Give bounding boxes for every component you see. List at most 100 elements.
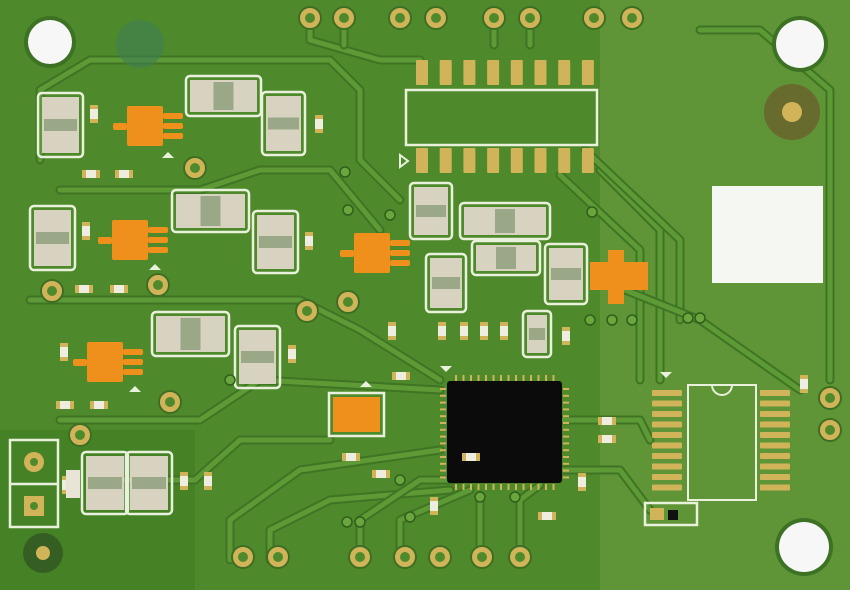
transistor [112, 220, 148, 260]
ic-pin [652, 463, 682, 470]
pad [36, 546, 50, 560]
smd-resistor-body [396, 372, 406, 380]
label-area [712, 186, 823, 283]
qfn-pin [440, 462, 446, 465]
qfn-pin [563, 415, 569, 418]
through-hole-drill [489, 13, 499, 23]
transistor-lead [113, 123, 127, 130]
transistor-lead [163, 113, 183, 119]
smd-resistor-body [94, 401, 104, 409]
qfn-pin [440, 388, 446, 390]
transistor-lead [73, 359, 87, 366]
smd-resistor-body [500, 326, 508, 336]
smd-resistor-body [288, 349, 296, 359]
ic-pin [652, 411, 682, 417]
pin1-marker [660, 372, 672, 378]
passive-band [88, 477, 122, 489]
via [509, 491, 521, 503]
qfn-pin [563, 388, 569, 390]
smd-resistor-body [79, 285, 89, 293]
via [384, 209, 396, 221]
transistor [354, 233, 390, 273]
mounting-hole [776, 20, 824, 68]
via [626, 314, 638, 326]
component-outline [124, 450, 174, 516]
qfn-pin [492, 375, 495, 381]
ic-pin [760, 442, 790, 449]
ic-pin [463, 148, 476, 173]
ic-pin [416, 148, 428, 173]
qfn-pin [563, 456, 569, 458]
passive-band [551, 268, 581, 280]
smd-resistor-body [376, 470, 386, 478]
ic-pin [416, 60, 428, 85]
pin1-marker [129, 386, 141, 392]
qfn-pin [462, 375, 465, 381]
through-hole-drill [343, 297, 353, 307]
qfn-pin [455, 375, 457, 381]
ic-pin [558, 148, 571, 173]
qfn-pin [563, 469, 569, 472]
via [694, 312, 706, 324]
ic-pin [439, 60, 452, 85]
component-outline [424, 252, 468, 314]
qfn-pin [563, 394, 569, 397]
component-outline [543, 242, 589, 306]
through-hole-drill [431, 13, 441, 23]
transistor-lead [123, 349, 143, 355]
component-outline [170, 188, 251, 234]
through-hole-drill [515, 552, 525, 562]
trace [557, 467, 653, 513]
transistor-lead [340, 250, 354, 257]
qfn-pin [530, 484, 532, 490]
qfn-pin [530, 375, 532, 381]
through-hole-drill [400, 552, 410, 562]
connector-drill [30, 502, 38, 510]
qfn-pin [492, 484, 495, 490]
ic-notch [711, 384, 733, 396]
qfn-pin [440, 415, 446, 418]
ic-pin [760, 453, 790, 459]
smd-resistor-body [602, 417, 612, 425]
transistor-lead [123, 359, 143, 365]
ic-pin [510, 148, 523, 173]
through-hole-drill [825, 393, 835, 403]
via [586, 206, 598, 218]
qfn-pin [545, 375, 547, 381]
ic-pin [760, 390, 790, 396]
fiducial-ring [116, 20, 164, 68]
ic-pin [652, 453, 682, 459]
through-hole-drill [47, 286, 57, 296]
qfn-pin [440, 422, 446, 424]
pin1-marker [149, 264, 161, 270]
trace [227, 447, 443, 563]
qfn-pin [462, 484, 465, 490]
through-hole-drill [339, 13, 349, 23]
smd-resistor-body [204, 476, 212, 486]
ic-pin [760, 400, 790, 407]
qfn-pin [563, 476, 569, 479]
via [584, 314, 596, 326]
qfn-pin [440, 449, 446, 452]
qfn-pin [440, 394, 446, 397]
transistor-lead [148, 227, 168, 233]
qfn-pin [537, 484, 540, 490]
component-outline [470, 239, 542, 277]
smd-resistor-body [578, 477, 586, 487]
through-hole-drill [589, 13, 599, 23]
qfn-pin [440, 401, 446, 404]
smd-resistor-body [542, 512, 552, 520]
ic-pin [510, 60, 523, 85]
trace [582, 147, 683, 323]
ic-pin [760, 432, 790, 438]
transistor-lead [390, 240, 410, 246]
component-outline [408, 181, 454, 241]
qfn-pin [515, 375, 517, 381]
component-outline [643, 501, 699, 527]
via [606, 314, 618, 326]
through-hole-drill [435, 552, 445, 562]
ic-pin [760, 474, 790, 480]
transistor-lead [390, 250, 410, 256]
component-outline [327, 391, 386, 438]
